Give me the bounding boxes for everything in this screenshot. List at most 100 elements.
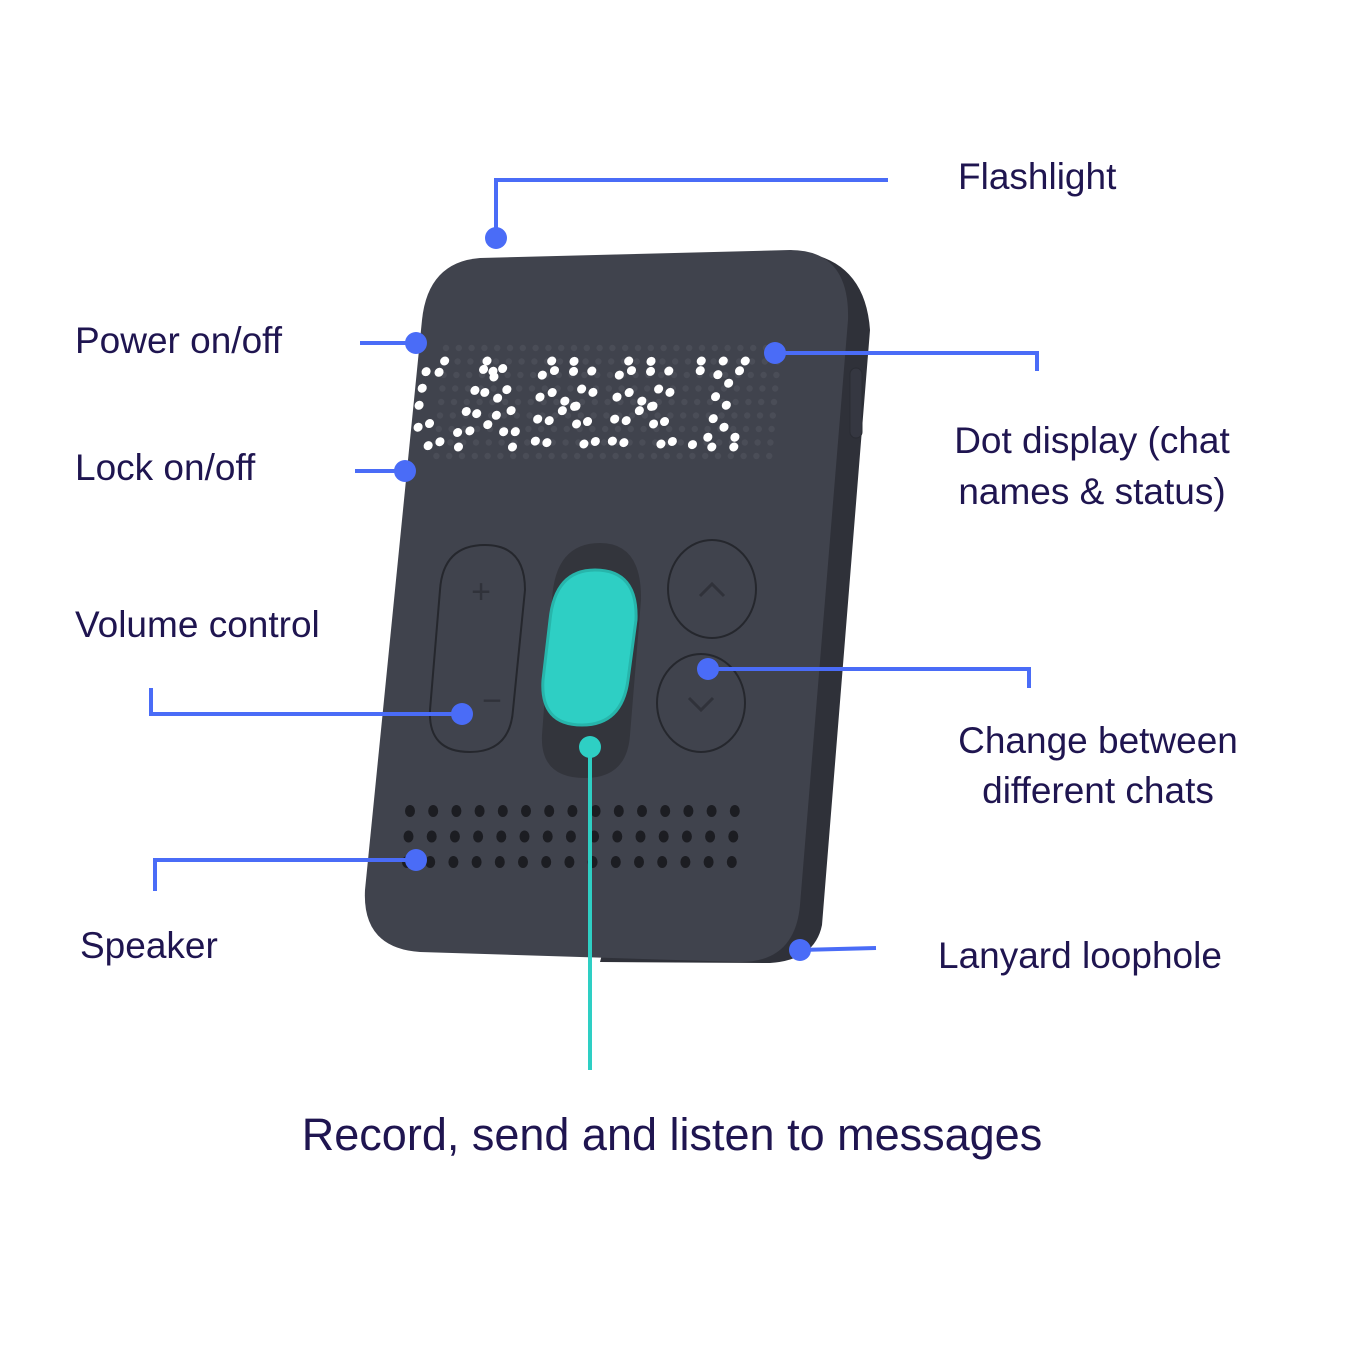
speaker-hole — [610, 856, 621, 868]
display-pixel — [716, 439, 723, 446]
speaker-hole — [496, 830, 507, 843]
power-callout-dot — [405, 332, 427, 354]
display-pixel — [442, 344, 450, 352]
display-pixel — [767, 439, 774, 446]
display-pixel — [704, 425, 711, 433]
record-button[interactable] — [541, 568, 638, 727]
display-pixel — [494, 344, 501, 352]
display-pixel — [474, 425, 481, 433]
display-pixel — [617, 398, 624, 406]
speaker-hole — [497, 805, 508, 817]
display-pixel — [563, 425, 570, 433]
display-pixel — [630, 398, 637, 406]
display-pixel — [513, 412, 520, 419]
chat-up-button[interactable] — [667, 539, 757, 639]
display-pixel — [734, 371, 742, 379]
speaker-hole — [473, 830, 484, 843]
display-pixel — [461, 425, 468, 433]
display-pixel — [659, 358, 666, 365]
display-pixel — [448, 425, 455, 433]
display-pixel — [708, 385, 715, 392]
display-pixel — [527, 398, 534, 406]
display-pixel — [464, 385, 472, 392]
speaker-hole — [449, 830, 460, 843]
display-pixel — [570, 344, 578, 352]
display-pixel — [741, 439, 748, 446]
display-pixel — [478, 371, 486, 379]
display-pixel — [728, 439, 736, 446]
display-pixel — [604, 398, 611, 406]
volume-minus-icon: − — [482, 682, 502, 720]
display-pixel — [666, 425, 673, 433]
display-pixel — [755, 425, 762, 433]
speaker-hole — [403, 830, 414, 843]
display-pixel — [439, 385, 446, 392]
display-pixel — [773, 371, 780, 379]
display-pixel — [633, 358, 640, 365]
display-pixel — [646, 358, 653, 365]
record-label: Record, send and listen to messages — [301, 1109, 1043, 1160]
display-pixel — [723, 358, 730, 365]
volume-button[interactable] — [428, 543, 527, 754]
display-pixel — [583, 344, 590, 352]
display-pixel — [724, 344, 731, 352]
speaker-hole — [680, 856, 691, 868]
display-pixel — [472, 439, 480, 446]
speaker-hole — [683, 805, 694, 817]
display-pixel — [709, 371, 716, 379]
display-pixel — [555, 371, 562, 379]
display-pixel — [677, 439, 684, 446]
speaker-hole — [658, 830, 669, 843]
flashlight-callout-line — [494, 178, 888, 238]
speaker-label: Speaker — [80, 925, 218, 966]
display-pixel — [466, 371, 473, 379]
display-pixel — [745, 398, 752, 406]
record-callout-dot — [579, 736, 601, 758]
power-label: Power on/off — [75, 320, 283, 361]
display-callout-dot — [764, 342, 786, 364]
display-pixel — [744, 412, 751, 419]
display-pixel — [548, 452, 555, 460]
display-pixel — [569, 358, 576, 365]
display-pixel — [566, 398, 573, 406]
speaker-hole — [448, 856, 459, 868]
speaker-hole — [729, 805, 740, 817]
display-pixel — [718, 412, 725, 419]
flashlight-callout-dot — [485, 227, 507, 249]
display-pixel — [605, 385, 612, 392]
display-pixel — [747, 371, 754, 379]
speaker-hole — [703, 856, 714, 868]
side-button — [849, 367, 863, 439]
display-pixel — [730, 425, 737, 433]
display-pixel — [481, 344, 488, 352]
speaker-hole — [542, 830, 553, 843]
display-pixel — [692, 412, 700, 419]
change-label-line2: different chats — [982, 770, 1214, 811]
lanyard-label: Lanyard loophole — [938, 935, 1222, 976]
speaker-hole — [705, 830, 716, 843]
display-pixel — [517, 371, 524, 379]
display-pixel — [553, 398, 560, 406]
speaker-hole — [451, 805, 462, 817]
display-pixel — [622, 344, 629, 352]
display-pixel — [434, 439, 441, 446]
display-pixel — [619, 371, 626, 379]
display-pixel — [609, 344, 616, 352]
speaker-grille — [402, 805, 740, 868]
display-pixel — [682, 385, 689, 392]
display-pixel — [498, 439, 505, 446]
display-pixel — [592, 385, 600, 392]
display-pixel — [575, 439, 582, 446]
display-pixel — [505, 358, 512, 365]
display-pixel — [673, 344, 680, 352]
speaker-hole — [728, 830, 739, 843]
display-pixel — [576, 425, 583, 433]
display-pixel — [486, 425, 494, 433]
chat-down-button[interactable] — [656, 653, 746, 753]
display-pixel — [626, 439, 633, 446]
display-pixel — [602, 425, 609, 433]
display-pixel — [750, 344, 757, 352]
speaker-hole — [635, 830, 646, 843]
speaker-hole — [613, 805, 624, 817]
